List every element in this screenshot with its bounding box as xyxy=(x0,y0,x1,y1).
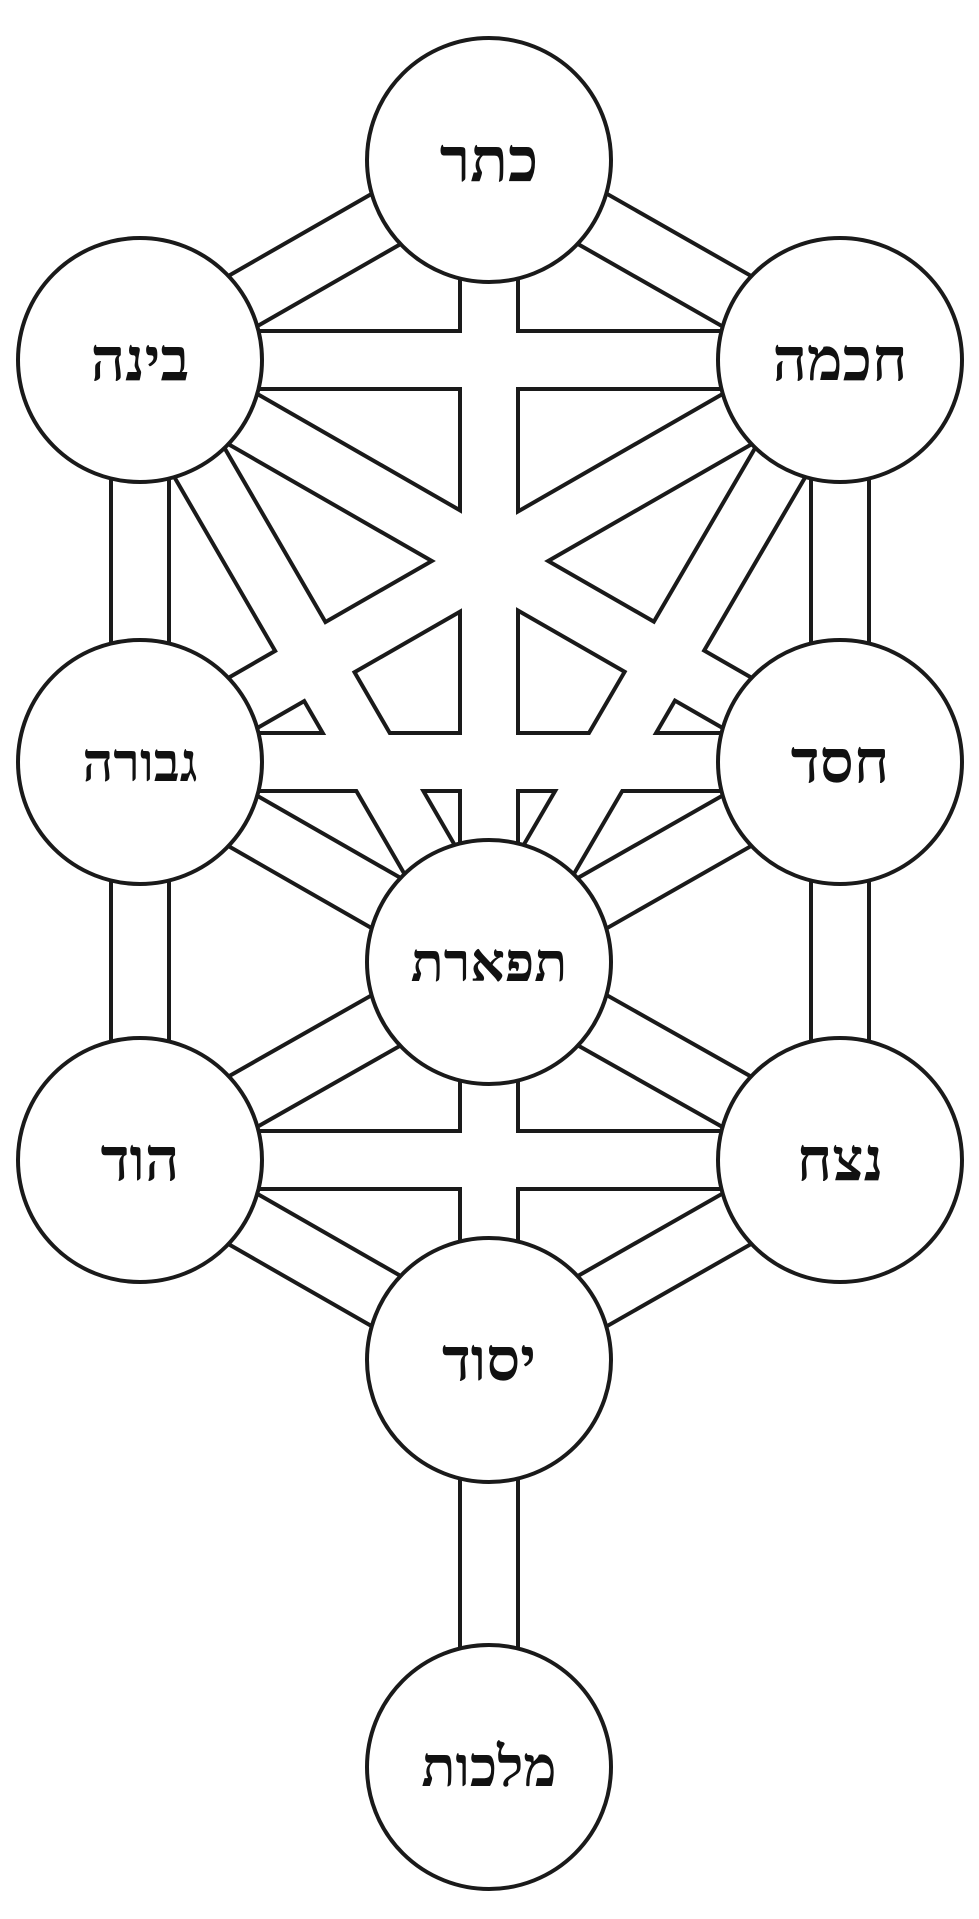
sephira-keter-label: כתר xyxy=(440,124,539,197)
sephira-tiferet-circle xyxy=(365,838,613,1086)
sephira-yesod: יסוד xyxy=(365,1236,613,1484)
sephira-tiferet: תפארת xyxy=(365,838,613,1086)
sephira-chesed: חסד xyxy=(716,638,964,886)
sephira-gevurah: גבורה xyxy=(16,638,264,886)
path-binah-chesed xyxy=(126,336,854,786)
sephira-chokhmah: חכמה xyxy=(716,236,964,484)
sephira-netzach: נצח xyxy=(716,1036,964,1284)
sephira-netzach-label: נצח xyxy=(797,1125,883,1195)
sephira-hod-label: הוד xyxy=(101,1125,180,1195)
sephira-keter: כתר xyxy=(365,36,613,284)
sephira-yesod-label: יסוד xyxy=(442,1325,536,1395)
sephira-keter-circle xyxy=(365,36,613,284)
sephira-netzach-circle xyxy=(716,1036,964,1284)
sephira-gevurah-label: גבורה xyxy=(82,730,197,794)
sephira-chesed-label: חסד xyxy=(791,727,890,797)
sephira-malkhut: מלכות xyxy=(365,1643,613,1891)
sephirot-layer: כתר חכמה בינה חסד גבורה תפארת נצח הוד יסוד מלכות xyxy=(16,36,964,1891)
sephira-chesed-circle xyxy=(716,638,964,886)
sephira-malkhut-label: מלכות xyxy=(421,1734,556,1800)
sephira-binah-circle xyxy=(16,236,264,484)
sephira-tiferet-label: תפארת xyxy=(411,930,567,994)
sephira-binah: בינה xyxy=(16,236,264,484)
sephira-chokhmah-circle xyxy=(716,236,964,484)
sephira-hod: הוד xyxy=(16,1036,264,1284)
sephira-gevurah-circle xyxy=(16,638,264,886)
sephira-binah-label: בינה xyxy=(91,325,190,395)
sephira-hod-circle xyxy=(16,1036,264,1284)
sephira-chokhmah-label: חכמה xyxy=(773,325,908,395)
sephira-malkhut-circle xyxy=(365,1643,613,1891)
sephira-yesod-circle xyxy=(365,1236,613,1484)
